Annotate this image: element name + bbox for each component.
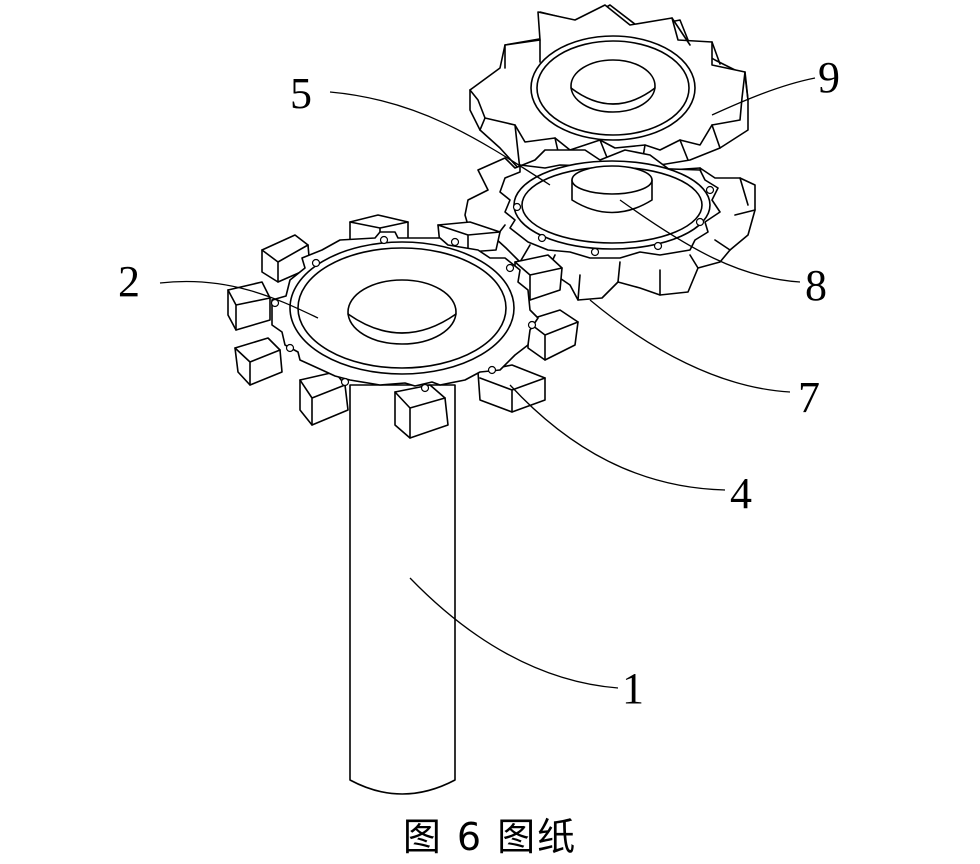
leader-1: [409, 577, 619, 689]
label-8: 8: [805, 261, 827, 310]
rod: [349, 384, 456, 795]
leader-7: [589, 299, 791, 393]
leader-4: [509, 384, 726, 491]
figure-caption: 图 6 图纸: [402, 815, 578, 859]
label-9: 9: [818, 53, 840, 102]
lower-gear: [227, 214, 579, 439]
label-7: 7: [798, 373, 820, 422]
label-2: 2: [118, 257, 140, 306]
small-gear-screws: [512, 185, 715, 257]
lower-gear-screws: [270, 235, 537, 393]
label-1: 1: [622, 664, 644, 713]
leader-5: [329, 91, 551, 186]
leader-2: [159, 280, 319, 319]
leader-9: [711, 77, 816, 116]
leader-lines: [159, 77, 816, 689]
leader-8: [619, 199, 801, 283]
label-4: 4: [730, 469, 752, 518]
top-gear: [469, 4, 749, 176]
label-5: 5: [290, 69, 312, 118]
